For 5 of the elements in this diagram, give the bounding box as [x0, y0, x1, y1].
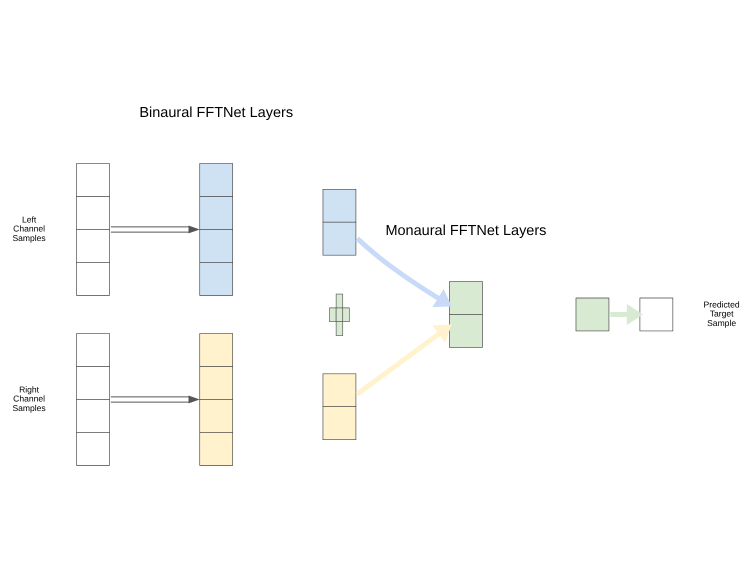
- node-label: Predicted Target Sample: [704, 299, 740, 328]
- label: Monaural FFTNet Layers: [385, 223, 546, 240]
- node-label: Right Channel Samples: [12, 384, 46, 413]
- node-label: Left Channel Samples: [12, 214, 46, 243]
- label: Binaural FFTNet Layers: [139, 105, 294, 122]
